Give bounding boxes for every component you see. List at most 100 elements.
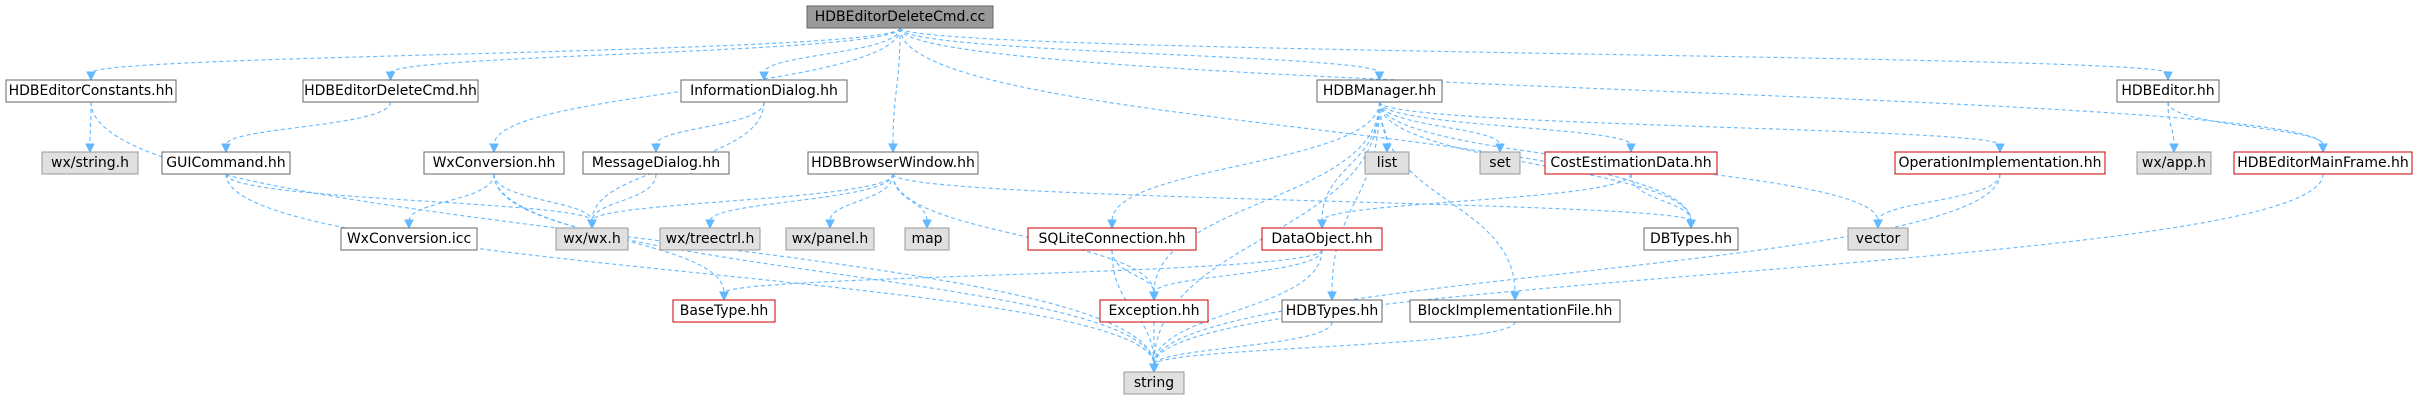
node-label: list — [1377, 155, 1398, 171]
node-box — [1027, 227, 1197, 251]
edge-line — [591, 173, 657, 222]
arrowhead-icon — [2169, 143, 2179, 154]
arrowhead-icon — [1149, 291, 1159, 302]
node-msgdlg[interactable]: MessageDialog.hh — [582, 151, 730, 175]
arrowhead-icon — [86, 71, 96, 82]
node-sqlite[interactable]: SQLiteConnection.hh — [1027, 227, 1197, 251]
edge-line — [1321, 173, 1632, 222]
edge-hdbmgr-to-opimpl — [1378, 101, 2005, 154]
node-mainframe[interactable]: HDBEditorMainFrame.hh — [2233, 151, 2413, 175]
node-wxconvicc[interactable]: WxConversion.icc — [340, 227, 478, 251]
edge-browser-to-wxwx — [587, 173, 894, 230]
node-exception[interactable]: Exception.hh — [1099, 299, 1209, 323]
node-delcmdhh[interactable]: HDBEditorDeleteCmd.hh — [302, 79, 479, 103]
arrowhead-icon — [1382, 143, 1392, 154]
node-label: DataObject.hh — [1271, 231, 1372, 247]
edge-line — [225, 173, 1155, 366]
edge-line — [709, 173, 894, 222]
arrowhead-icon — [1495, 143, 1505, 154]
edge-line — [1378, 101, 1501, 146]
node-list: list — [1364, 151, 1410, 175]
node-box — [582, 151, 730, 175]
edge-line — [2167, 101, 2324, 146]
node-panel: wx/panel.h — [785, 227, 875, 251]
arrowhead-icon — [705, 219, 715, 230]
edge-opimpl-to-vector — [1873, 173, 2001, 230]
node-constants[interactable]: HDBEditorConstants.hh — [5, 79, 177, 103]
arrowhead-icon — [1374, 71, 1385, 82]
edge-root-to-delcmdhh — [385, 27, 901, 82]
edge-line — [723, 249, 1323, 294]
edge-root-to-dbtypes — [899, 27, 1696, 230]
edge-msgdlg-to-wxwx — [587, 173, 657, 230]
arrowhead-icon — [221, 143, 231, 154]
edge-line — [1153, 321, 1516, 366]
node-label: MessageDialog.hh — [592, 155, 720, 171]
node-label: HDBBrowserWindow.hh — [811, 155, 975, 171]
node-label: CostEstimationData.hh — [1550, 155, 1711, 171]
arrowhead-icon — [888, 143, 898, 154]
node-label: SQLiteConnection.hh — [1038, 231, 1185, 247]
node-label: HDBManager.hh — [1323, 83, 1436, 99]
edge-mainframe-to-string — [1149, 173, 2324, 374]
edge-dataobj-to-exception — [1149, 249, 1323, 302]
edge-root-to-constants — [86, 27, 901, 82]
node-browser[interactable]: HDBBrowserWindow.hh — [807, 151, 979, 175]
node-guicmd[interactable]: GUICommand.hh — [161, 151, 291, 175]
node-root[interactable]: HDBEditorDeleteCmd.cc — [806, 5, 994, 29]
node-wxconv[interactable]: WxConversion.hh — [423, 151, 565, 175]
node-label: OperationImplementation.hh — [1898, 155, 2101, 171]
node-box — [1281, 299, 1383, 323]
edge-line — [225, 173, 593, 222]
edge-hdbmgr-to-blockimpl — [1378, 101, 1520, 302]
edge-line — [829, 173, 894, 222]
edge-line — [892, 173, 1155, 294]
edge-line — [763, 27, 901, 74]
node-infodlg[interactable]: InformationDialog.hh — [680, 79, 848, 103]
edge-line — [1111, 101, 1381, 222]
edge-line — [408, 173, 495, 222]
node-dataobj[interactable]: DataObject.hh — [1261, 227, 1383, 251]
node-box — [1643, 227, 1739, 251]
node-blockimpl[interactable]: BlockImplementationFile.hh — [1409, 299, 1621, 323]
edge-line — [493, 173, 725, 294]
node-vector: vector — [1847, 227, 1909, 251]
node-label: HDBEditorMainFrame.hh — [2237, 155, 2409, 171]
node-box — [806, 5, 994, 29]
edge-opimpl-to-string — [1149, 173, 2001, 374]
node-label: BlockImplementationFile.hh — [1418, 303, 1613, 319]
arrowhead-icon — [404, 219, 414, 230]
node-label: wx/app.h — [2142, 155, 2206, 171]
node-hdbeditor[interactable]: HDBEditor.hh — [2116, 79, 2220, 103]
edge-browser-to-treectrl — [705, 173, 894, 230]
edge-line — [89, 101, 92, 146]
node-dbtypes[interactable]: DBTypes.hh — [1643, 227, 1739, 251]
node-costest[interactable]: CostEstimationData.hh — [1544, 151, 1718, 175]
edge-line — [2167, 101, 2175, 146]
edge-hdbmgr-to-sqlite — [1107, 101, 1381, 230]
edge-line — [591, 173, 894, 222]
arrowhead-icon — [2318, 143, 2328, 154]
node-label: Exception.hh — [1108, 303, 1199, 319]
node-hdbmgr[interactable]: HDBManager.hh — [1316, 79, 1443, 103]
edge-line — [493, 173, 1155, 366]
arrowhead-icon — [1317, 219, 1327, 230]
node-basetype[interactable]: BaseType.hh — [672, 299, 776, 323]
node-box — [1894, 151, 2106, 175]
edge-root-to-browser — [888, 27, 901, 154]
node-hdbtypes[interactable]: HDBTypes.hh — [1281, 299, 1383, 323]
edge-hdbmgr-to-set — [1378, 101, 1505, 154]
edge-browser-to-map — [892, 173, 932, 230]
edge-hdbeditor-to-mainframe — [2167, 101, 2328, 154]
node-label: HDBEditor.hh — [2121, 83, 2214, 99]
edge-line — [899, 27, 2169, 74]
arrowhead-icon — [1510, 291, 1520, 302]
node-wxapp: wx/app.h — [2136, 151, 2212, 175]
node-opimpl[interactable]: OperationImplementation.hh — [1894, 151, 2106, 175]
node-label: wx/treectrl.h — [666, 231, 755, 247]
node-box — [1261, 227, 1383, 251]
node-box — [302, 79, 479, 103]
edge-line — [1378, 101, 1692, 222]
node-box — [659, 227, 761, 251]
